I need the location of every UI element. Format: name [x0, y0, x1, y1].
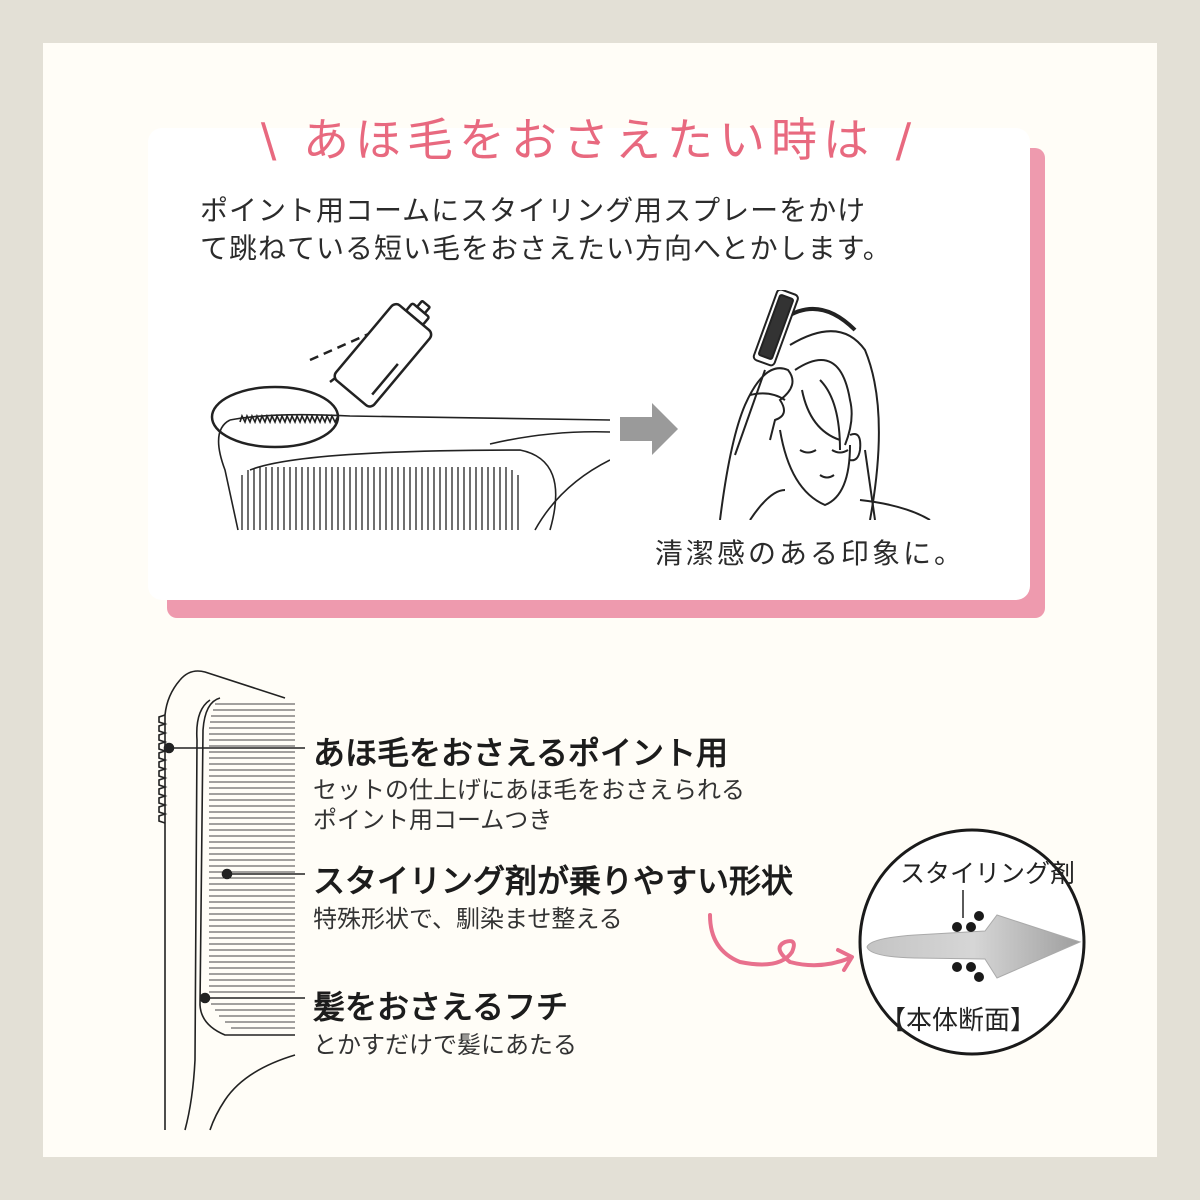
- result-caption: 清潔感のある印象に。: [655, 537, 966, 570]
- cross-section-label-agent: スタイリング剤: [900, 859, 1076, 888]
- highlight-ellipse-icon: [210, 385, 340, 449]
- headline-right-slash: /: [895, 113, 918, 167]
- headline: \ あほ毛をおさえたい時は /: [148, 104, 1030, 170]
- intro-line-1: ポイント用コームにスタイリング用スプレーをかけ: [200, 194, 867, 227]
- spray-can-icon: [333, 299, 433, 408]
- spray-and-comb-illustration: [210, 299, 610, 531]
- pink-loop-arrow-icon: [708, 913, 854, 972]
- comb-diagram-icon: [158, 670, 305, 1131]
- feature-1-title: あほ毛をおさえるポイント用: [313, 734, 729, 772]
- cross-section-tooth-icon: [866, 914, 1082, 979]
- right-arrow-icon: [620, 403, 678, 455]
- styling-agent-dots-icon: [952, 911, 984, 982]
- feature-2-title: スタイリング剤が乗りやすい形状: [313, 862, 794, 900]
- feature-1-subtitle-line-2: ポイント用コームつき: [313, 806, 553, 834]
- headline-text: あほ毛をおさえたい時は: [303, 113, 875, 167]
- cross-section-icon: [858, 828, 1086, 1056]
- feature-2-subtitle-line-1: 特殊形状で、馴染ませ整える: [313, 905, 623, 933]
- feature-2-subtitle: 特殊形状で、馴染ませ整える: [313, 904, 623, 934]
- feature-3-title: 髪をおさえるフチ: [313, 988, 569, 1026]
- callout-leaders: [163, 742, 305, 1004]
- how-to-card: [148, 128, 1030, 600]
- feature-3-subtitle-line-1: とかすだけで髪にあたる: [313, 1031, 577, 1059]
- cross-section-label-body: 【本体断面】: [880, 1006, 1037, 1036]
- curved-arrow-icon: [783, 306, 857, 332]
- feature-1-subtitle-line-1: セットの仕上げにあほ毛をおさえられる: [313, 776, 745, 804]
- feature-1-subtitle: セットの仕上げにあほ毛をおさえられる ポイント用コームつき: [313, 775, 745, 835]
- intro-line-2: て跳ねている短い毛をおさえたい方向へとかします。: [200, 232, 892, 265]
- feature-3-subtitle: とかすだけで髪にあたる: [313, 1030, 577, 1060]
- headline-left-slash: \: [260, 113, 283, 167]
- intro-text: ポイント用コームにスタイリング用スプレーをかけ て跳ねている短い毛をおさえたい方…: [200, 192, 1000, 268]
- woman-combing-hair-icon: [719, 290, 931, 520]
- comb-icon: [217, 413, 610, 531]
